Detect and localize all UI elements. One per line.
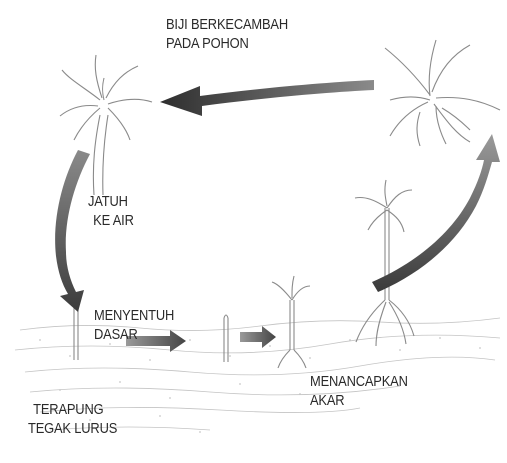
label-touch-line2: DASAR	[94, 325, 174, 344]
label-root: MENANCAPKAN AKAR	[310, 372, 408, 410]
label-fall: JATUH KE AIR	[88, 192, 134, 230]
label-root-line2: AKAR	[310, 391, 408, 410]
label-float-line1: TERAPUNG	[28, 400, 117, 419]
label-fall-line1: JATUH	[88, 192, 134, 211]
arrow-top-left	[160, 80, 374, 116]
label-touch-line1: MENYENTUH	[94, 306, 174, 325]
label-fall-line2: KE AIR	[88, 211, 134, 230]
label-germinate-line1: BIJI BERKECAMBAH	[166, 15, 288, 34]
label-germinate-line2: PADA POHON	[166, 34, 288, 53]
arrow-down-left	[55, 150, 90, 312]
label-float: TERAPUNG TEGAK LURUS	[28, 400, 117, 438]
mother-tree-branch	[385, 40, 500, 146]
label-touch-bottom: MENYENTUH DASAR	[94, 306, 174, 344]
label-float-line2: TEGAK LURUS	[28, 419, 117, 438]
arrow-right-2	[240, 326, 276, 348]
propagule-touching-bottom	[224, 315, 228, 362]
label-germinate: BIJI BERKECAMBAH PADA POHON	[166, 15, 288, 53]
label-root-line1: MENANCAPKAN	[310, 372, 408, 391]
